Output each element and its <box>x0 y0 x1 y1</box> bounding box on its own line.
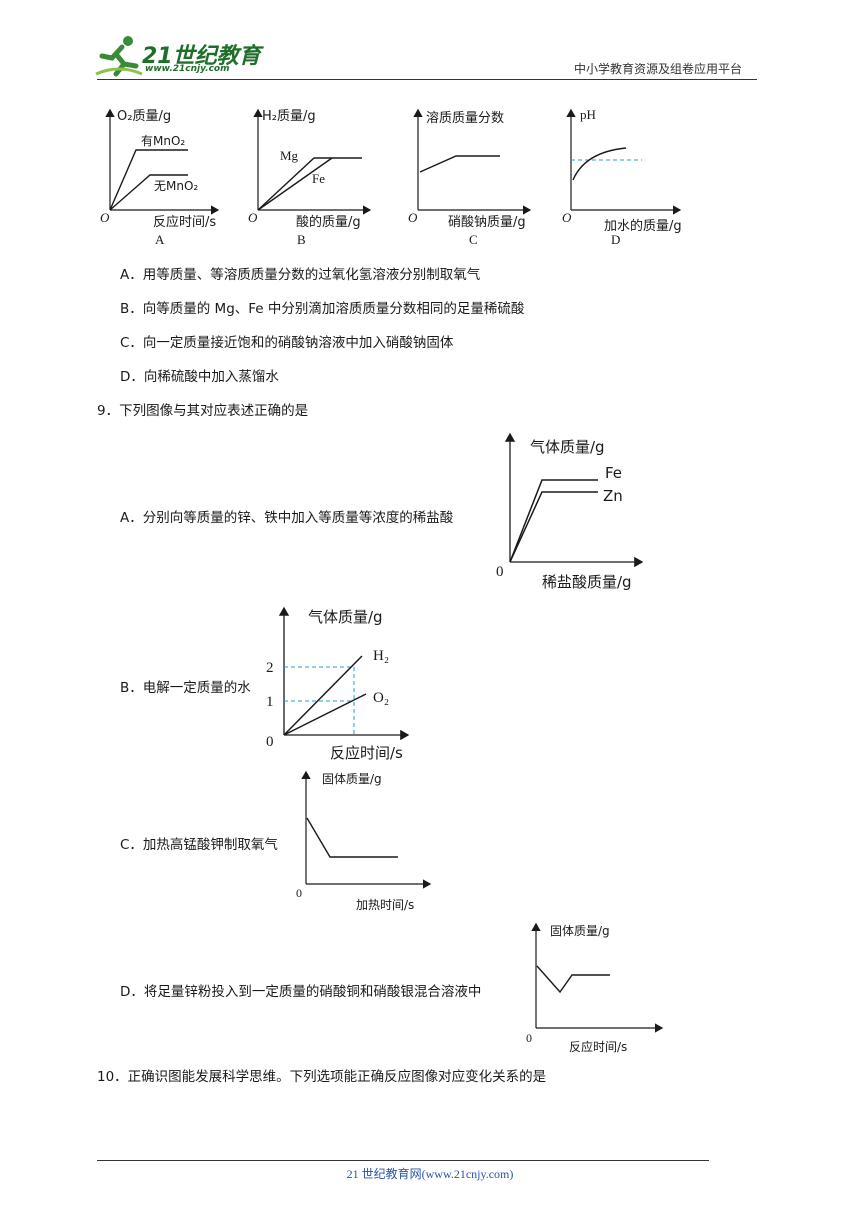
q8-option-c: C．向一定质量接近饱和的硝酸钠溶液中加入硝酸钠固体 <box>120 335 454 351</box>
q8-c-letter: C <box>469 232 478 247</box>
q9-graph-d: 固体质量/g 0 反应时间/s <box>526 922 664 1054</box>
q8-graph-d: pH O 加水的质量/g D <box>562 107 682 247</box>
q9-d-xlabel: 反应时间/s <box>569 1039 627 1054</box>
q8-c-xlabel: 硝酸钠质量/g <box>448 215 526 230</box>
q9-b-xlabel: 反应时间/s <box>330 744 403 762</box>
q9-b-tick-2: 2 <box>266 660 274 676</box>
q8-b-ylabel: H₂质量/g <box>262 109 316 124</box>
q8-c-origin: O <box>408 210 418 225</box>
q8-graphs: O₂质量/g 有MnO₂ 无MnO₂ O 反应时间/s A H₂质量/g Mg … <box>100 107 682 247</box>
q9-d-origin: 0 <box>526 1031 532 1045</box>
q8-b-curve2: Fe <box>312 171 325 186</box>
q9-c-ylabel: 固体质量/g <box>322 772 382 786</box>
q9-option-c: C．加热高锰酸钾制取氧气 <box>120 837 278 853</box>
q9-c-origin: 0 <box>296 886 302 900</box>
q10-stem: 10．正确识图能发展科学思维。下列选项能正确反应图像对应变化关系的是 <box>97 1069 547 1085</box>
q8-a-xlabel: 反应时间/s <box>153 214 216 230</box>
q8-d-ylabel: pH <box>580 107 596 122</box>
q8-d-letter: D <box>611 232 620 247</box>
q8-d-xlabel: 加水的质量/g <box>604 218 682 234</box>
runner-icon <box>95 36 143 77</box>
footer-divider <box>97 1160 709 1161</box>
logo-url: www.21cnjy.com <box>145 64 230 74</box>
logo-text: 21世纪教育 <box>142 44 261 69</box>
q8-option-d: D．向稀硫酸中加入蒸馏水 <box>120 369 279 385</box>
q9-a-curve2: Zn <box>603 487 623 505</box>
logo <box>94 34 264 80</box>
q8-a-ylabel: O₂质量/g <box>117 109 171 124</box>
q9-option-a: A．分别向等质量的锌、铁中加入等质量等浓度的稀盐酸 <box>120 510 454 526</box>
header-platform-name: 中小学教育资源及组卷应用平台 <box>574 62 743 76</box>
q9-option-d: D．将足量锌粉投入到一定质量的硝酸铜和硝酸银混合溶液中 <box>120 984 482 1000</box>
q8-b-xlabel: 酸的质量/g <box>296 214 361 230</box>
q8-graph-b: H₂质量/g Mg Fe O 酸的质量/g B <box>248 108 372 247</box>
q9-d-ylabel: 固体质量/g <box>550 924 610 938</box>
q8-a-curve1: 有MnO₂ <box>141 134 185 148</box>
q9-graph-c: 固体质量/g 0 加热时间/s <box>296 770 432 912</box>
q9-stem: 9．下列图像与其对应表述正确的是 <box>97 403 309 419</box>
q9-b-curve1: H₂ <box>373 648 389 664</box>
q9-b-tick-1: 1 <box>266 694 274 710</box>
q8-a-origin: O <box>100 210 110 225</box>
header-divider <box>97 79 757 80</box>
q8-b-origin: O <box>248 210 258 225</box>
q9-a-curve1: Fe <box>605 464 622 482</box>
q9-graph-a: 气体质量/g Fe Zn 0 稀盐酸质量/g <box>496 432 644 591</box>
q9-b-origin: 0 <box>266 734 274 750</box>
q8-graph-c: 溶质质量分数 O 硝酸钠质量/g C <box>408 108 532 247</box>
footer-text: 21 世纪教育网(www.21cnjy.com) <box>346 1167 514 1181</box>
q9-option-b: B．电解一定质量的水 <box>120 680 251 696</box>
q9-a-origin: 0 <box>496 564 504 580</box>
q8-graph-a: O₂质量/g 有MnO₂ 无MnO₂ O 反应时间/s A <box>100 108 220 247</box>
q8-d-origin: O <box>562 210 572 225</box>
q8-b-letter: B <box>297 232 306 247</box>
q8-option-a: A．用等质量、等溶质质量分数的过氧化氢溶液分别制取氧气 <box>120 267 481 283</box>
q8-b-curve1: Mg <box>280 148 299 163</box>
q8-a-letter: A <box>155 232 165 247</box>
q9-a-xlabel: 稀盐酸质量/g <box>542 573 632 591</box>
q9-a-ylabel: 气体质量/g <box>530 438 605 456</box>
q9-c-xlabel: 加热时间/s <box>356 898 414 912</box>
q8-a-curve2: 无MnO₂ <box>154 179 198 193</box>
q9-b-curve2: O₂ <box>373 690 389 706</box>
q8-option-b: B．向等质量的 Mg、Fe 中分别滴加溶质质量分数相同的足量稀硫酸 <box>120 301 525 317</box>
q9-graph-b: 气体质量/g 2 1 H₂ O₂ 0 反应时间/s <box>266 606 410 762</box>
q9-b-ylabel: 气体质量/g <box>308 608 383 626</box>
q8-c-ylabel: 溶质质量分数 <box>426 111 504 126</box>
